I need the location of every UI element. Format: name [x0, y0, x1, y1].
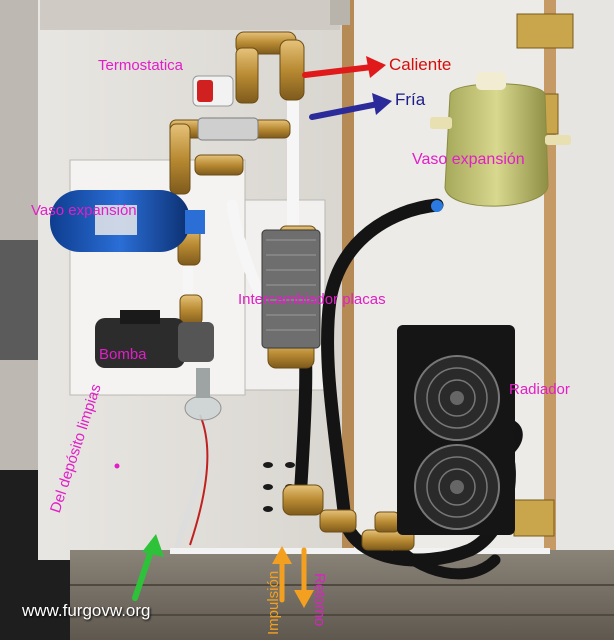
fria-label: Fría — [395, 90, 426, 109]
intercambiador-label: Intercambiador placas — [238, 291, 386, 308]
retorno-arrow — [294, 547, 314, 608]
termostatica-label: Termostatica — [98, 57, 184, 74]
vaso-expansion-left-label: Vaso expansión — [31, 202, 137, 219]
retorno-label: Retorno — [311, 573, 328, 627]
vaso-expansion-top-label: Vaso expansión — [412, 151, 525, 168]
watermark-text: www.furgovw.org — [22, 601, 151, 620]
impulsion-label: Impulsión — [265, 570, 282, 635]
radiador-label: Radiador — [509, 381, 570, 398]
impulsion-arrow — [272, 546, 292, 603]
supply-arrow — [132, 534, 164, 601]
bomba-label: Bomba — [99, 346, 147, 363]
caliente-label: Caliente — [389, 55, 452, 74]
hot-arrow — [302, 56, 386, 78]
cold-arrow — [309, 93, 392, 120]
